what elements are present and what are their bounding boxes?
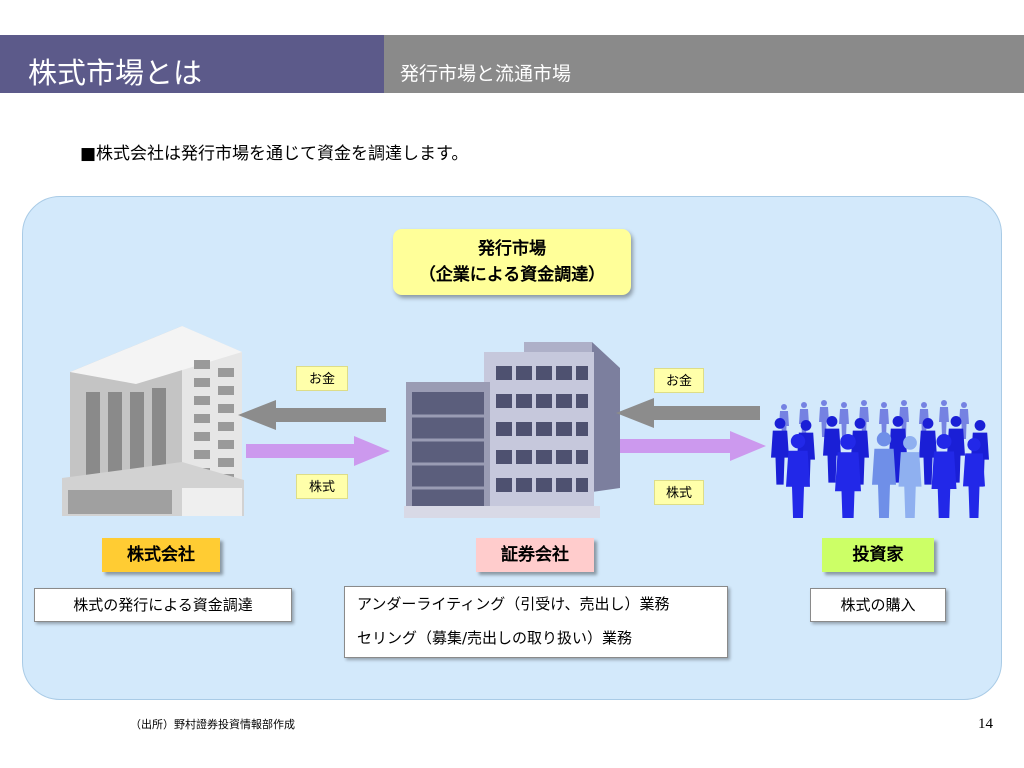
slide-subtitle: 発行市場と流通市場: [400, 63, 572, 85]
securities-building-icon: [404, 342, 620, 518]
slide-title: 株式市場とは: [28, 56, 203, 90]
investor-label: 投資家: [822, 538, 934, 572]
company-description: 株式の発行による資金調達: [34, 588, 292, 622]
securities-description: アンダーライティング（引受け、売出し）業務 セリング（募集/売出しの取り扱い）業…: [344, 586, 728, 658]
securities-label: 証券会社: [476, 538, 594, 572]
subtitle-bar: [384, 35, 1024, 93]
lead-text: ■株式会社は発行市場を通じて資金を調達します。: [80, 144, 469, 164]
title-bar: [0, 35, 384, 93]
issuance-market-box: 発行市場 （企業による資金調達）: [393, 229, 631, 295]
company-label: 株式会社: [102, 538, 220, 572]
stock-arrow-right-icon: [620, 431, 766, 461]
investor-description: 株式の購入: [810, 588, 946, 622]
page-number: 14: [978, 716, 993, 732]
money-tag-left: お金: [296, 366, 348, 391]
stock-tag-left: 株式: [296, 474, 348, 499]
stock-arrow-left-icon: [246, 436, 390, 466]
securities-description-line-2: セリング（募集/売出しの取り扱い）業務: [357, 629, 633, 647]
source-note: （出所）野村證券投資情報部作成: [130, 718, 295, 731]
market-title: 発行市場: [478, 239, 546, 259]
crowd-of-people-icon: [771, 400, 989, 518]
market-subtitle: （企業による資金調達）: [418, 265, 606, 285]
money-arrow-left-icon: [238, 400, 386, 430]
money-arrow-right-icon: [616, 398, 760, 428]
stock-tag-right: 株式: [654, 480, 704, 505]
money-tag-right: お金: [654, 368, 704, 393]
securities-description-line-1: アンダーライティング（引受け、売出し）業務: [357, 595, 670, 613]
office-building-icon: [62, 326, 244, 516]
